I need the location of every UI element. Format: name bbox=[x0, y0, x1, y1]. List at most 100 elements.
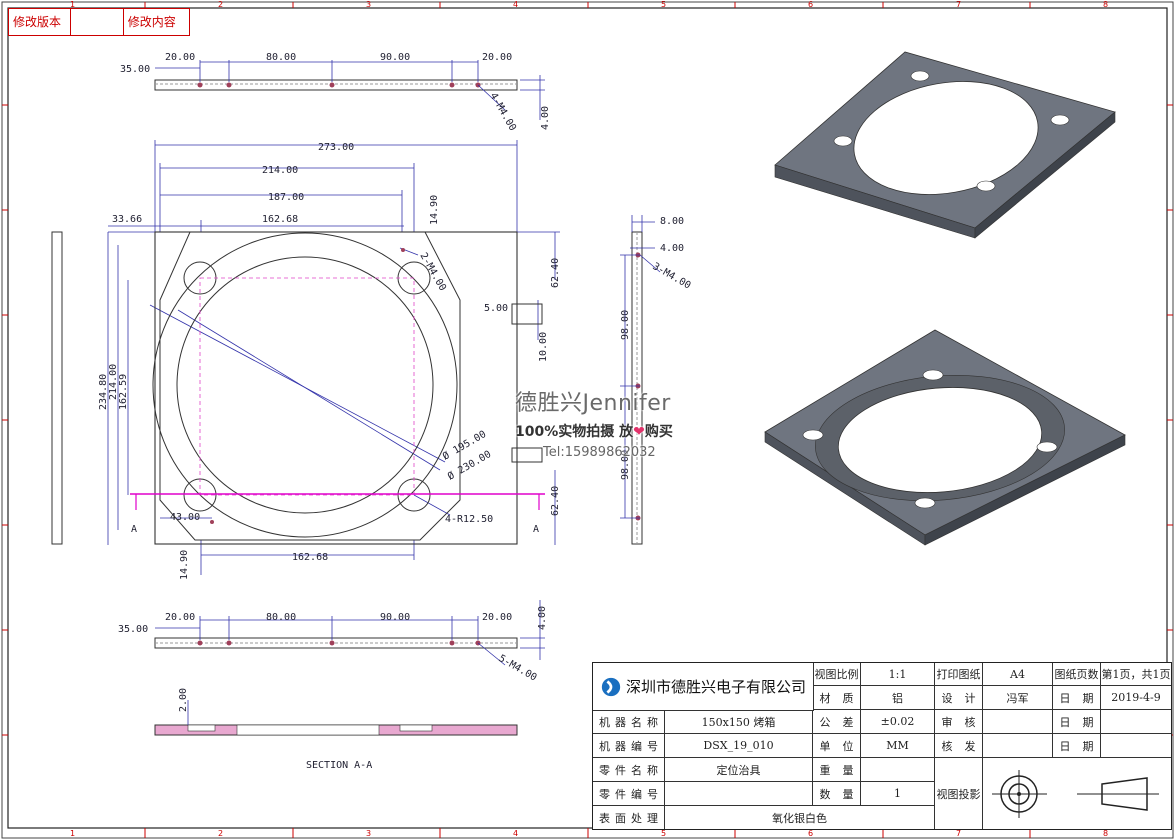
review-label: 审核 bbox=[935, 710, 983, 734]
dim-text: 162.68 bbox=[262, 214, 298, 225]
col-label: 2 bbox=[218, 0, 223, 9]
dim-text: 43.00 bbox=[170, 512, 200, 523]
print-paper-label: 打印图纸 bbox=[935, 663, 983, 686]
view-scale-label: 视图比例 bbox=[813, 663, 861, 686]
section-view: 2.00 SECTION A-A bbox=[154, 688, 518, 771]
dim-text: 8.00 bbox=[660, 216, 684, 227]
col-label: 2 bbox=[218, 829, 223, 838]
revision-header: 修改版本 修改内容 bbox=[8, 8, 190, 36]
material-value: 铝 bbox=[861, 686, 935, 710]
print-paper-value: A4 bbox=[983, 663, 1053, 686]
dim-text: 5.00 bbox=[484, 303, 508, 314]
company-name: 深圳市德胜兴电子有限公司 bbox=[593, 663, 814, 711]
date2-label: 日期 bbox=[1053, 710, 1101, 734]
revision-content-label: 修改内容 bbox=[127, 15, 176, 29]
dim-text: 187.00 bbox=[268, 192, 304, 203]
col-label: 1 bbox=[70, 0, 75, 9]
section-label: SECTION A-A bbox=[306, 760, 372, 771]
dim-text: 273.00 bbox=[318, 142, 354, 153]
dim-text: 98.00 bbox=[620, 450, 631, 480]
col-label: 8 bbox=[1103, 829, 1108, 838]
dim-text: 33.66 bbox=[112, 214, 142, 225]
title-block: 深圳市德胜兴电子有限公司 视图比例 1:1 打印图纸 A4 图纸页数 第1页，共… bbox=[592, 662, 1172, 830]
col-label: 8 bbox=[1103, 0, 1108, 9]
machine-no-label: 机器编号 bbox=[593, 734, 665, 758]
unit-value: MM bbox=[861, 734, 935, 758]
col-label: 5 bbox=[661, 829, 666, 838]
dim-text: 20.00 bbox=[482, 52, 512, 63]
company-logo-icon bbox=[601, 677, 621, 696]
dim-text: 4.00 bbox=[537, 606, 548, 630]
part-name-value: 定位治具 bbox=[665, 758, 813, 782]
col-label: 3 bbox=[366, 0, 371, 9]
view-scale-value: 1:1 bbox=[861, 663, 935, 686]
dim-text: 14.90 bbox=[429, 195, 440, 225]
tolerance-value: ±0.02 bbox=[861, 710, 935, 734]
machine-name-value: 150x150 烤箱 bbox=[665, 710, 813, 734]
unit-label: 单位 bbox=[813, 734, 861, 758]
col-label: 5 bbox=[661, 0, 666, 9]
section-marker-left: A bbox=[131, 524, 137, 535]
col-label: 3 bbox=[366, 829, 371, 838]
part-no-label: 零件编号 bbox=[593, 782, 665, 806]
dim-text: 162.68 bbox=[292, 552, 328, 563]
dim-text: 80.00 bbox=[266, 52, 296, 63]
qty-label: 数量 bbox=[813, 782, 861, 806]
design-label: 设计 bbox=[935, 686, 983, 710]
dim-text: 2.00 bbox=[178, 688, 189, 712]
tolerance-label: 公差 bbox=[813, 710, 861, 734]
dim-text: 10.00 bbox=[538, 332, 549, 362]
dim-text: 62.40 bbox=[550, 486, 561, 516]
dim-text: 90.00 bbox=[380, 52, 410, 63]
border-column-labels: 1 2 3 4 5 6 7 8 1 2 3 4 5 6 7 8 bbox=[70, 0, 1108, 838]
part-name-label: 零件名称 bbox=[593, 758, 665, 782]
designer-value: 冯军 bbox=[983, 686, 1053, 710]
watermark: 德胜兴Jennifer 100%实物拍摄 放❤购买 Tel:1598986203… bbox=[515, 385, 673, 460]
col-label: 6 bbox=[808, 829, 813, 838]
section-marker-right: A bbox=[533, 524, 539, 535]
qty-value: 1 bbox=[861, 782, 935, 806]
projection-symbol bbox=[983, 758, 1171, 829]
dim-text: 4.00 bbox=[660, 243, 684, 254]
weight-label: 重量 bbox=[813, 758, 861, 782]
left-edge-view bbox=[51, 231, 63, 545]
dim-text: 35.00 bbox=[118, 624, 148, 635]
watermark-slogan: 100%实物拍摄 放❤购买 bbox=[515, 424, 673, 440]
col-label: 7 bbox=[956, 829, 961, 838]
sheet-pages-label: 图纸页数 bbox=[1053, 663, 1101, 686]
first-angle-projection-icon bbox=[992, 769, 1159, 818]
heart-icon: ❤ bbox=[633, 424, 645, 440]
approve-label: 核发 bbox=[935, 734, 983, 758]
dim-text: 20.00 bbox=[165, 52, 195, 63]
machine-name-label: 机器名称 bbox=[593, 710, 665, 734]
dim-text: 62.40 bbox=[550, 258, 561, 288]
date-label: 日期 bbox=[1053, 686, 1101, 710]
dim-text: 35.00 bbox=[120, 64, 150, 75]
col-label: 4 bbox=[513, 0, 518, 9]
surface-value: 氧化银白色 bbox=[665, 806, 935, 829]
isometric-view-bottom bbox=[764, 329, 1126, 546]
col-label: 7 bbox=[956, 0, 961, 9]
dim-text: 98.00 bbox=[620, 310, 631, 340]
date-value: 2019-4-9 bbox=[1101, 686, 1171, 710]
material-label: 材质 bbox=[813, 686, 861, 710]
dim-text: 90.00 bbox=[380, 612, 410, 623]
col-label: 6 bbox=[808, 0, 813, 9]
watermark-phone: Tel:15989862032 bbox=[543, 445, 656, 460]
dim-text: 214.00 bbox=[262, 165, 298, 176]
dim-text: 162.59 bbox=[118, 374, 129, 410]
dim-text: 20.00 bbox=[165, 612, 195, 623]
dim-text: 234.80 bbox=[98, 374, 109, 410]
sheet-pages-value: 第1页，共1页 bbox=[1101, 663, 1171, 686]
machine-no-value: DSX_19_010 bbox=[665, 734, 813, 758]
surface-label: 表面处理 bbox=[593, 806, 665, 829]
dim-text: 80.00 bbox=[266, 612, 296, 623]
watermark-name: 德胜兴Jennifer bbox=[515, 391, 671, 416]
date3-label: 日期 bbox=[1053, 734, 1101, 758]
col-label: 4 bbox=[513, 829, 518, 838]
dim-text: 4.00 bbox=[540, 106, 551, 130]
dim-text: 4-R12.50 bbox=[445, 514, 493, 525]
col-label: 1 bbox=[70, 829, 75, 838]
